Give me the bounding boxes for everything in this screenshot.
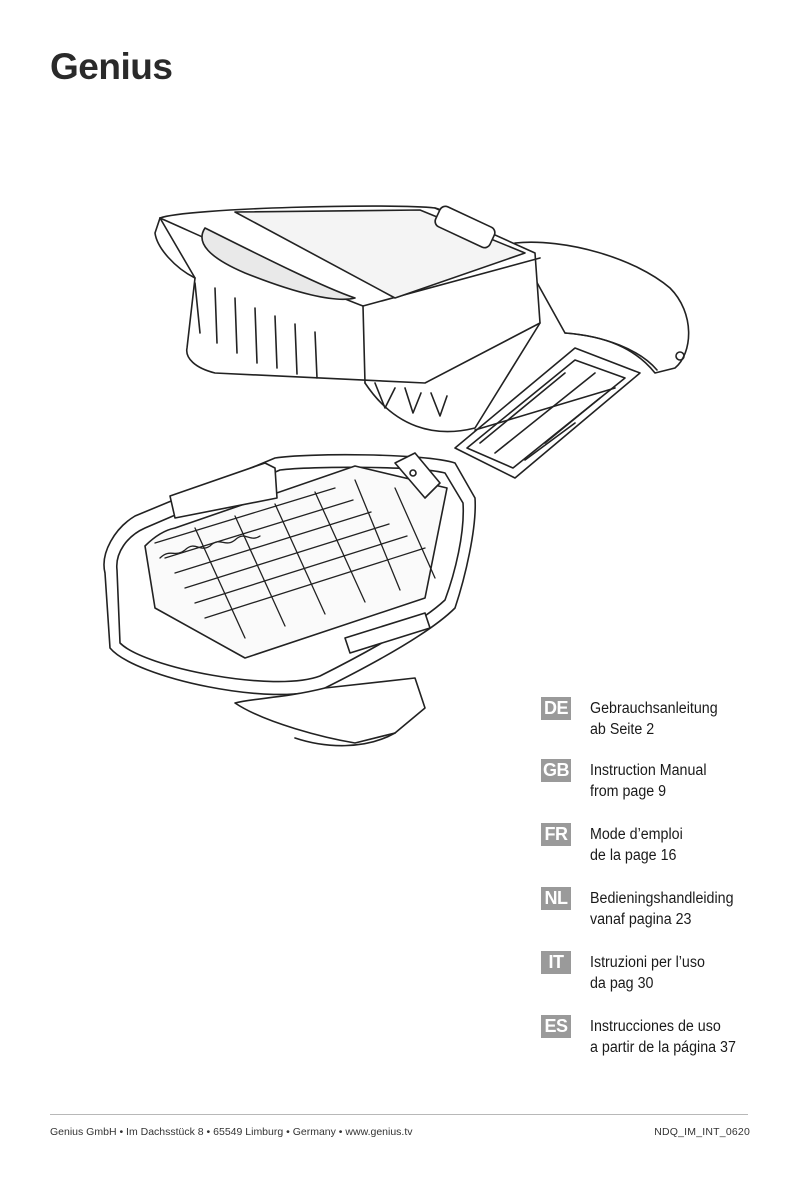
footer-address: Genius GmbH • Im Dachsstück 8 • 65549 Li… — [50, 1126, 413, 1138]
language-entry-fr: FR Mode d’emploi de la page 16 — [541, 823, 781, 879]
language-page-it: da pag 30 — [590, 975, 654, 992]
language-entry-de: DE Gebrauchsanleitung ab Seite 2 — [541, 697, 781, 753]
language-label-fr: Mode d’emploi de la page 16 — [590, 824, 683, 866]
language-label-es: Instrucciones de uso a partir de la pági… — [590, 1016, 736, 1058]
language-title-fr: Mode d’emploi — [590, 826, 683, 843]
language-title-nl: Bedieningshandleiding — [590, 890, 734, 907]
language-page-gb: from page 9 — [590, 783, 667, 800]
language-page-fr: de la page 16 — [590, 847, 677, 864]
language-title-gb: Instruction Manual — [590, 762, 707, 779]
language-entry-nl: NL Bedieningshandleiding vanaf pagina 23 — [541, 887, 781, 943]
language-page-es: a partir de la página 37 — [590, 1039, 736, 1056]
language-label-nl: Bedieningshandleiding vanaf pagina 23 — [590, 888, 734, 930]
language-badge-nl: NL — [541, 887, 571, 910]
footer-divider — [50, 1114, 748, 1115]
language-label-gb: Instruction Manual from page 9 — [590, 760, 707, 802]
language-badge-gb: GB — [541, 759, 571, 782]
language-title-de: Gebrauchsanleitung — [590, 700, 718, 717]
brand-logo: Genius — [50, 46, 173, 87]
language-entry-it: IT Istruzioni per l’uso da pag 30 — [541, 951, 781, 1007]
language-label-it: Istruzioni per l’uso da pag 30 — [590, 952, 705, 994]
product-illustration — [103, 205, 690, 747]
document-code: NDQ_IM_INT_0620 — [654, 1126, 750, 1138]
language-entry-es: ES Instrucciones de uso a partir de la p… — [541, 1015, 781, 1071]
language-entry-gb: GB Instruction Manual from page 9 — [541, 759, 781, 815]
language-title-it: Istruzioni per l’uso — [590, 954, 705, 971]
language-page-de: ab Seite 2 — [590, 721, 655, 738]
language-label-de: Gebrauchsanleitung ab Seite 2 — [590, 698, 718, 740]
language-badge-fr: FR — [541, 823, 571, 846]
language-badge-de: DE — [541, 697, 571, 720]
language-badge-es: ES — [541, 1015, 571, 1038]
language-title-es: Instrucciones de uso — [590, 1018, 721, 1035]
language-page-nl: vanaf pagina 23 — [590, 911, 692, 928]
language-badge-it: IT — [541, 951, 571, 974]
